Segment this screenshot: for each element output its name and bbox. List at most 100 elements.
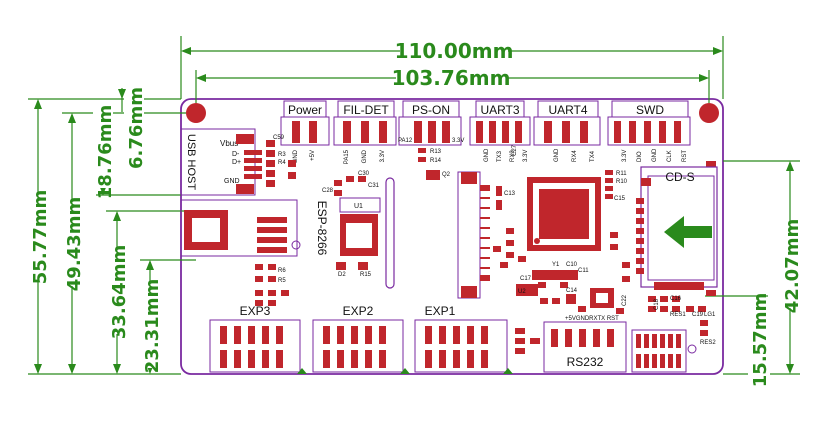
usb-vbus-label: Vbus <box>220 139 238 148</box>
label-c15: C15 <box>614 196 626 202</box>
overall-width-label: 110.00mm <box>395 39 514 63</box>
connector-power-label: Power <box>288 103 322 117</box>
dimension-overall-width: 110.00mm <box>180 36 724 99</box>
fil-det-pin-33v: 3.3V <box>380 150 386 162</box>
rs232-pin-labels: +5VGNDRXTX RST <box>565 316 619 322</box>
connector-swd: SWD 3.3V DIO GND CLK RST <box>607 100 691 162</box>
label-c13: C13 <box>504 191 516 197</box>
label-r10: R10 <box>616 179 628 185</box>
label-q2: Q2 <box>442 172 451 178</box>
connector-fil-det-label: FIL-DET <box>343 103 389 117</box>
fil-det-pin-pa15: PA15 <box>344 149 350 164</box>
swd-pin-rst: RST <box>682 150 688 162</box>
label-res2: RES2 <box>700 340 716 346</box>
usb-host-label: USB HOST <box>185 134 197 191</box>
connector-ps-on: PS-ON PA12 3.3V <box>398 100 464 146</box>
connector-exp1: EXP1 <box>414 304 513 374</box>
usb-dm-label: D- <box>232 151 240 158</box>
connector-uart4-label: UART4 <box>548 103 587 117</box>
label-c10: C10 <box>566 262 578 268</box>
connector-uart4: UART4 GND RX4 TX4 <box>533 100 601 162</box>
label-c17: C17 <box>520 276 532 282</box>
ps-on-pin-33v: 3.3V <box>452 138 464 144</box>
label-r14: R14 <box>430 158 442 164</box>
label-c28: C28 <box>322 188 334 194</box>
lcd-fpc-connector: C13 C27 <box>457 144 518 299</box>
uart4-pin-rx4: RX4 <box>572 150 578 162</box>
swd-pin-33v: 3.3V <box>622 150 628 162</box>
connector-fil-det: FIL-DET PA15 GND 3.3V <box>333 100 397 164</box>
height-6-label: 6.76mm <box>126 87 147 169</box>
fil-det-pin-gnd: GND <box>362 149 368 163</box>
mcu-chip: R11 R10 C15 <box>493 170 628 262</box>
height-33-label: 33.64mm <box>109 245 130 339</box>
height-23-label: 23.31mm <box>142 279 163 373</box>
label-c30: C30 <box>358 171 370 177</box>
exp2-label: EXP2 <box>343 304 374 318</box>
rs232-connector: RS232 <box>515 321 627 373</box>
label-r13: R13 <box>430 149 442 155</box>
overall-height-label: 55.77mm <box>30 190 51 284</box>
height-42-label: 42.07mm <box>782 219 803 313</box>
uart4-pin-gnd: GND <box>554 148 560 162</box>
u1-label: U1 <box>354 203 363 210</box>
swd-pin-dio: DIO <box>637 151 643 162</box>
mounting-hole-top-right <box>699 103 719 123</box>
connector-exp2: EXP2 <box>312 304 410 374</box>
connector-uart3: UART3 GND TX3 RX3 3.3V <box>469 100 531 162</box>
usb-dp-label: D+ <box>232 159 241 166</box>
dimension-height-23: 23.31mm <box>140 259 196 374</box>
uart3-pin-gnd: GND <box>484 148 490 162</box>
label-r15: R15 <box>360 272 372 278</box>
esp8266-module: ESP-8266 R5 R6 <box>180 199 329 306</box>
sd-card-slot: CD-S C16 C18 RES1 C19 LG1 <box>636 161 718 318</box>
esp8266-label: ESP-8266 <box>315 201 329 256</box>
rs232-label: RS232 <box>567 355 604 369</box>
ps-on-circuit: R13 R14 Q2 <box>418 148 451 180</box>
dimension-height-42: 42.07mm <box>723 160 803 374</box>
usb-gnd-label: GND <box>224 178 240 185</box>
uart3-pin-rx3: RX3 <box>510 150 516 162</box>
connector-exp3: EXP3 <box>209 304 307 374</box>
height-15-label: 15.57mm <box>750 293 771 387</box>
crystal-area: Y1 C17 C10 C11 U2 C14 C22 +5VGNDRXTX RST <box>500 262 630 322</box>
label-d2: D2 <box>338 272 346 278</box>
label-r3: R3 <box>278 152 286 158</box>
dimension-overall-height: 55.77mm <box>27 98 181 375</box>
label-c59: C59 <box>273 135 285 141</box>
ps-on-pin-pa12: PA12 <box>398 138 413 144</box>
resistor-array: RES2 <box>631 320 716 373</box>
label-c22: C22 <box>622 294 628 306</box>
label-res1: RES1 <box>670 312 686 318</box>
connector-ps-on-label: PS-ON <box>412 103 450 117</box>
label-c31: C31 <box>368 183 380 189</box>
dimension-hole-spacing-width: 103.76mm <box>195 66 710 103</box>
insert-arrow-icon <box>664 216 712 248</box>
regulator-u1: C30 C31 C28 U1 D2 R15 <box>322 171 395 289</box>
label-r4: R4 <box>278 160 286 166</box>
label-c19: C19 <box>692 312 704 318</box>
label-c11: C11 <box>578 268 589 274</box>
uart4-pin-tx4: TX4 <box>590 150 596 162</box>
height-18-label: 18.76mm <box>95 105 116 199</box>
height-49-label: 49.43mm <box>64 197 85 291</box>
label-c14: C14 <box>566 288 578 294</box>
uart3-pin-33v: 3.3V <box>523 150 529 162</box>
uart3-pin-tx3: TX3 <box>497 150 503 162</box>
power-pin-gnd: GND <box>293 149 299 163</box>
label-lg1: LG1 <box>704 312 716 318</box>
hole-spacing-width-label: 103.76mm <box>392 66 511 90</box>
connector-uart3-label: UART3 <box>480 103 519 117</box>
swd-pin-gnd: GND <box>652 148 658 162</box>
dimension-height-18: 18.76mm <box>93 105 181 199</box>
usb-host-module: USB HOST Vbus D- D+ GND C59 R3 R4 <box>180 128 296 196</box>
mounting-hole-top-left <box>186 103 206 123</box>
label-r6: R6 <box>278 268 286 274</box>
label-c16: C16 <box>670 296 682 302</box>
cd-s-label: CD-S <box>665 170 694 184</box>
label-c18: C18 <box>654 298 660 310</box>
u2-label: U2 <box>518 289 526 295</box>
power-pin-5v: +5V <box>310 150 316 161</box>
